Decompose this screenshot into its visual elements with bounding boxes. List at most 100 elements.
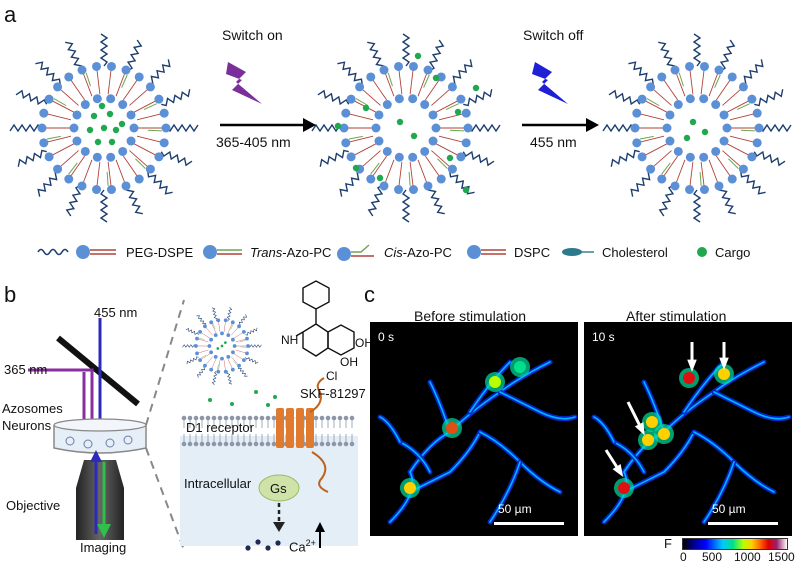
lipid-tail xyxy=(198,338,209,343)
peg-chain xyxy=(9,123,43,133)
lipid-head xyxy=(209,337,213,342)
lipid-head xyxy=(685,61,695,71)
label-calcium: Ca2+ xyxy=(289,538,316,555)
peg-chain xyxy=(17,149,47,167)
azosome-small xyxy=(182,307,262,385)
lipid-head xyxy=(242,330,246,334)
lipid-tail xyxy=(676,159,686,183)
lipid-tail xyxy=(700,161,705,186)
lipid-head xyxy=(711,100,721,110)
cargo-dot xyxy=(432,74,440,82)
azo-tail xyxy=(53,98,67,107)
legend-dspc: DSPC xyxy=(466,242,550,262)
peg-chain xyxy=(99,189,109,223)
cargo-dot xyxy=(106,110,114,118)
lipid-head xyxy=(727,174,737,184)
label-455nm: 455 nm xyxy=(94,305,138,320)
lipid-head xyxy=(126,110,136,120)
peg-chain xyxy=(247,344,262,348)
cargo-dot xyxy=(414,52,422,60)
lipid-head xyxy=(394,61,404,71)
arrow-switch-on-head xyxy=(303,118,316,132)
lipid-tail xyxy=(362,89,381,106)
lipid-head xyxy=(423,181,433,191)
lipid-tail xyxy=(372,80,388,101)
legend-cis-italic: Cis xyxy=(384,244,403,260)
lipid-head xyxy=(632,138,642,148)
cargo-dot xyxy=(683,134,691,142)
azo-tail xyxy=(121,74,128,88)
azo-tail xyxy=(661,162,671,175)
lipid-tail xyxy=(223,321,226,332)
lipid-head xyxy=(379,181,389,191)
azo-tail xyxy=(212,323,216,329)
lipid-head xyxy=(665,136,675,146)
lipid-head xyxy=(121,181,131,191)
lipid-head xyxy=(346,94,356,104)
lipid-head xyxy=(637,152,647,162)
lipid-tail xyxy=(354,143,377,156)
lipid-head xyxy=(209,350,213,355)
soma xyxy=(618,482,630,494)
lipid-head xyxy=(408,152,418,162)
neuron-image-before xyxy=(377,357,578,525)
peg-chain xyxy=(238,314,247,326)
dendrite-core xyxy=(713,391,790,420)
lipid-tail xyxy=(70,80,86,101)
lipid-tail xyxy=(689,70,694,95)
lipid-head xyxy=(699,185,709,195)
colorbar-label: F xyxy=(664,536,672,551)
azo-tail xyxy=(387,72,393,87)
lipid-head xyxy=(366,174,376,184)
lipid-head xyxy=(92,185,102,195)
dendrite xyxy=(711,389,792,422)
cargo-dot xyxy=(220,344,224,348)
lipid-head xyxy=(747,152,757,162)
azo-tail xyxy=(355,98,369,107)
label-intracellular: Intracellular xyxy=(184,476,252,491)
cargo-dot xyxy=(216,347,220,350)
cargo-dot xyxy=(98,102,106,110)
lipid-head xyxy=(118,146,128,156)
lipid-tail xyxy=(227,358,233,369)
lipid-tail xyxy=(201,353,211,360)
lipid-tail xyxy=(122,80,138,101)
lipid-tail xyxy=(136,113,161,121)
liposome-switched-on xyxy=(311,33,501,223)
lipid-head xyxy=(213,333,218,337)
lipid-head xyxy=(670,65,680,75)
peg-chain xyxy=(610,149,640,167)
lipid-head xyxy=(72,136,82,146)
lipid-head xyxy=(237,363,241,368)
azo-tail xyxy=(135,158,146,169)
lipid-head xyxy=(209,367,214,372)
azo-tail xyxy=(46,135,61,140)
cargo-dot xyxy=(362,104,370,112)
lipid-tail xyxy=(211,358,217,369)
peg-chain xyxy=(196,315,207,326)
peg-chain xyxy=(718,185,736,215)
lipid-head xyxy=(129,123,139,133)
lipid-head xyxy=(231,337,235,342)
azo-tail xyxy=(699,171,702,186)
peg-chain xyxy=(245,357,259,365)
lipid-head xyxy=(246,344,250,348)
lipid-tail xyxy=(708,73,718,97)
switch-on-label: Switch on xyxy=(222,27,283,43)
time-label-before: 0 s xyxy=(378,330,395,344)
culture-dish xyxy=(53,425,147,454)
lipid-head xyxy=(657,72,667,82)
lipid-head xyxy=(738,82,748,92)
lipid-head xyxy=(39,138,49,148)
peg-chain xyxy=(462,150,495,167)
drug-dot xyxy=(273,395,277,399)
scale-label-before: 50 µm xyxy=(498,502,532,516)
lipid-head xyxy=(69,123,79,133)
micrograph-before: 0 s 50 µm xyxy=(370,322,578,536)
label-compound: SKF-81297 xyxy=(300,386,366,401)
dendrite xyxy=(387,359,553,525)
uv-light-bolt-icon xyxy=(226,62,262,104)
lipid-head xyxy=(657,174,667,184)
lipid-head xyxy=(719,136,729,146)
dendrite-core xyxy=(389,361,551,523)
